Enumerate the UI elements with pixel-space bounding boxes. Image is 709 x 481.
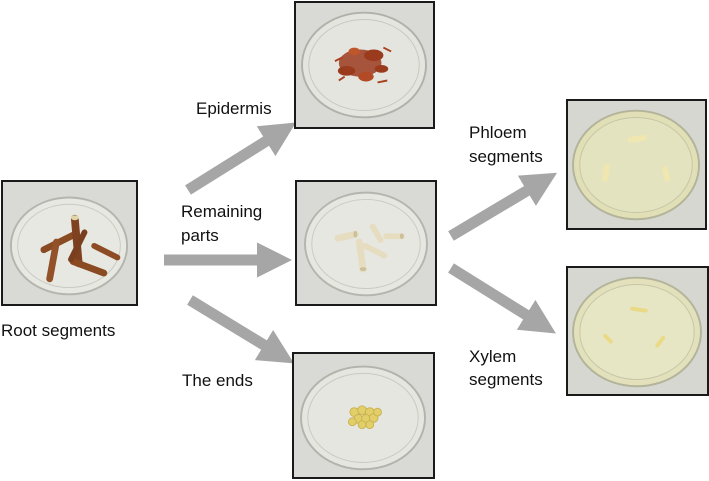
petri-dish-xylem — [566, 266, 709, 396]
label-phloem-line1: Phloem — [469, 123, 527, 142]
label-remaining-parts-line2: parts — [181, 226, 219, 245]
petri-dish-remaining-parts — [295, 180, 437, 306]
arrow-to-the-ends — [187, 295, 295, 364]
label-the-ends: The ends — [182, 371, 253, 390]
petri-dish-phloem — [566, 99, 707, 230]
label-epidermis: Epidermis — [196, 99, 272, 118]
label-phloem-line2: segments — [469, 147, 543, 166]
label-root-segments: Root segments — [1, 321, 116, 340]
label-remaining-parts-line1: Remaining — [181, 202, 263, 221]
arrow-to-phloem — [448, 172, 558, 241]
arrow-to-epidermis — [185, 122, 296, 195]
label-xylem-line2: segments — [469, 370, 543, 389]
label-xylem-line1: Xylem — [469, 347, 517, 366]
petri-dish-the-ends — [292, 352, 435, 479]
petri-dish-epidermis — [294, 1, 435, 129]
petri-dish-root-segments — [1, 180, 138, 306]
arrow-to-xylem — [448, 263, 556, 334]
